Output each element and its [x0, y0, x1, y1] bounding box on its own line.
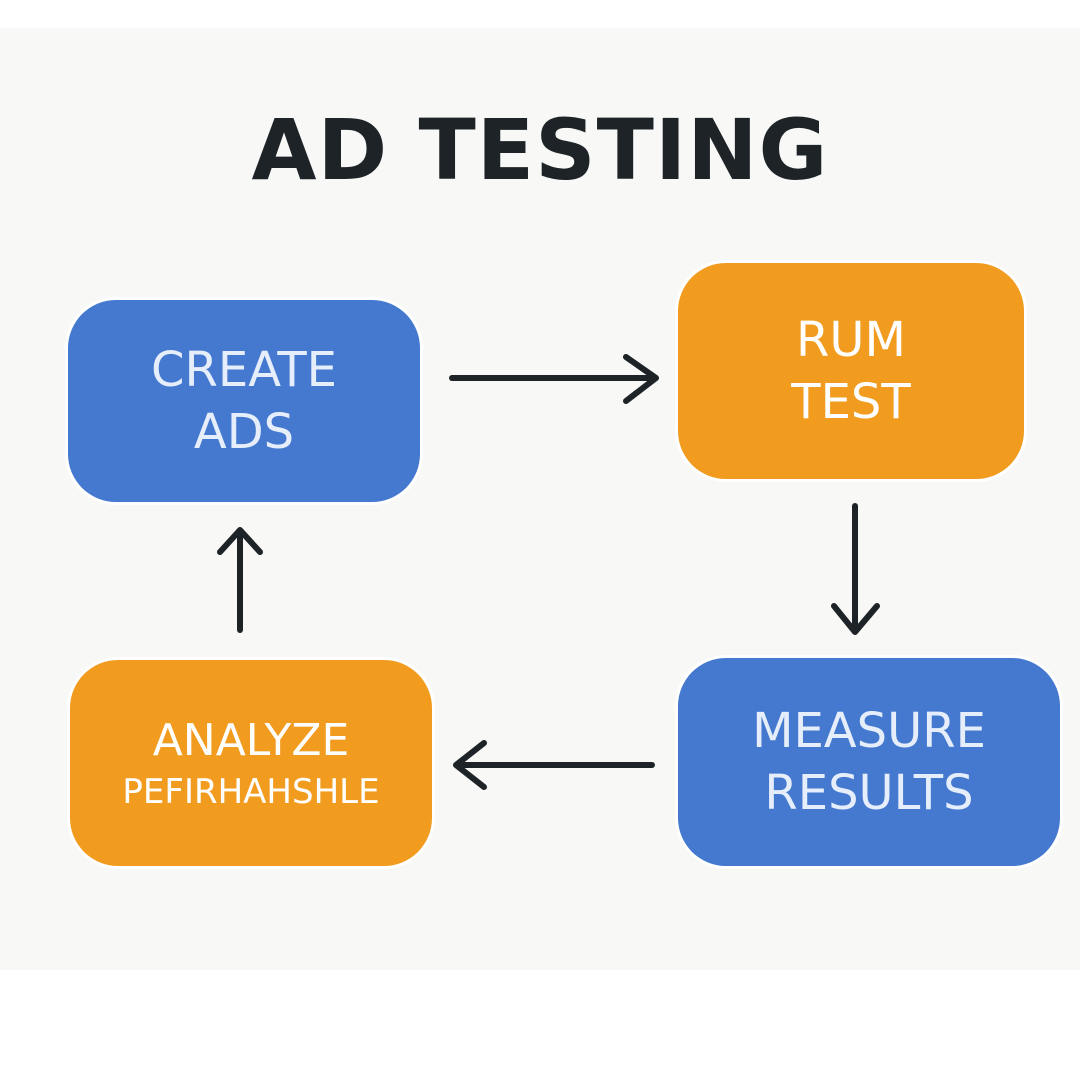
analyze-performance-label-line-1: ANALYZE [152, 715, 350, 767]
arrow-analyze-to-create [217, 527, 263, 633]
create-ads-node: CREATE ADS [68, 300, 420, 502]
measure-results-node: MEASURE RESULTS [678, 658, 1060, 866]
analyze-performance-label-line-2: PEFIRHAHSHLE [122, 771, 380, 812]
run-test-label-line-2: TEST [791, 374, 911, 430]
measure-results-label-line-2: RESULTS [764, 765, 974, 821]
arrow-create-to-run [449, 354, 659, 404]
arrow-measure-to-analyze [453, 740, 655, 790]
analyze-performance-node: ANALYZE PEFIRHAHSHLE [70, 660, 432, 866]
create-ads-label-line-1: CREATE [151, 341, 337, 398]
diagram-title: AD TESTING [251, 101, 829, 199]
run-test-node: RUM TEST [678, 263, 1024, 479]
run-test-label-line-1: RUM [796, 311, 906, 368]
create-ads-label-line-2: ADS [193, 404, 295, 460]
measure-results-label-line-1: MEASURE [752, 702, 986, 759]
arrow-run-to-measure [831, 503, 880, 635]
